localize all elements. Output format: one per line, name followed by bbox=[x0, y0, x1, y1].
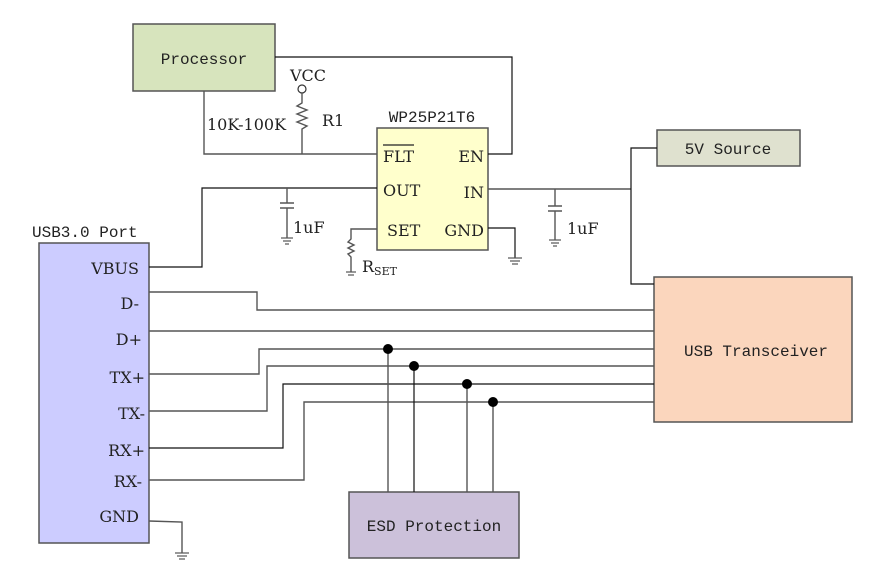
r1-label: R1 bbox=[322, 111, 344, 130]
chip-pin-out: OUT bbox=[383, 181, 421, 200]
wire-processor-flt bbox=[203, 91, 377, 155]
chip-pin-gnd: GND bbox=[444, 221, 484, 240]
processor-box bbox=[132, 23, 276, 92]
ground-chip-icon bbox=[508, 257, 522, 265]
source-5v-block: 5V Source bbox=[656, 129, 801, 167]
usb-port-block: USB3.0 Port VBUS D- D+ TX+ TX- RX+ RX- G… bbox=[32, 224, 150, 544]
wire-tx-minus bbox=[149, 365, 654, 412]
junction-dot bbox=[462, 379, 472, 389]
esd-box bbox=[348, 491, 520, 559]
ground-usb-icon bbox=[175, 552, 189, 560]
wire-d-minus bbox=[149, 291, 654, 311]
transceiver-box bbox=[653, 276, 853, 423]
usb-pin-gnd: GND bbox=[99, 507, 139, 526]
wire-5v-bus bbox=[630, 147, 657, 285]
vcc-terminal-icon bbox=[297, 84, 307, 94]
usb-pin-vbus: VBUS bbox=[90, 259, 139, 278]
source-5v-box bbox=[656, 129, 801, 167]
junction-dot bbox=[383, 344, 393, 354]
usb-pin-rx-plus: RX+ bbox=[108, 441, 145, 460]
transceiver-label: USB Transceiver bbox=[684, 343, 828, 361]
transceiver-block: USB Transceiver bbox=[653, 276, 853, 423]
esd-label: ESD Protection bbox=[367, 518, 501, 536]
wire-processor-en bbox=[275, 56, 513, 155]
processor-label: Processor bbox=[161, 51, 247, 69]
wire-chip-gnd bbox=[488, 227, 516, 258]
junction-dot bbox=[409, 361, 419, 371]
chip-block: WP25P21T6 FLT OUT SET EN IN GND bbox=[376, 109, 489, 251]
vcc-label: VCC bbox=[289, 66, 326, 85]
usb-port-box bbox=[38, 242, 150, 544]
resistor-rset-icon bbox=[346, 228, 377, 272]
chip-pin-en: EN bbox=[458, 147, 484, 166]
resistor-r1-icon bbox=[295, 93, 309, 154]
usb-pin-tx-minus: TX- bbox=[118, 404, 145, 423]
usb-port-title: USB3.0 Port bbox=[32, 224, 138, 242]
wire-rx-minus bbox=[149, 401, 654, 481]
ground-rset-icon bbox=[346, 271, 356, 276]
junction-dot bbox=[488, 397, 498, 407]
capacitor-out-icon bbox=[280, 188, 294, 245]
cap-in-label: 1uF bbox=[567, 219, 599, 238]
wire-out-vbus bbox=[149, 187, 377, 268]
processor-block: Processor bbox=[132, 23, 276, 92]
r1-value-label: 10K-100K bbox=[207, 115, 287, 134]
wire-usb-gnd bbox=[148, 520, 183, 553]
usb-pin-tx-plus: TX+ bbox=[110, 368, 145, 387]
capacitor-in-icon bbox=[548, 189, 562, 247]
esd-block: ESD Protection bbox=[348, 491, 520, 559]
usb-pin-d-plus: D+ bbox=[116, 330, 142, 349]
cap-out-label: 1uF bbox=[293, 218, 325, 237]
chip-pin-flt: FLT bbox=[383, 147, 414, 166]
source-5v-label: 5V Source bbox=[685, 141, 771, 159]
usb-pin-d-minus: D- bbox=[120, 294, 139, 313]
usb-pin-rx-minus: RX- bbox=[114, 472, 142, 491]
wire-rx-plus bbox=[149, 383, 654, 449]
wire-tx-plus bbox=[149, 348, 654, 375]
chip-box bbox=[376, 127, 489, 251]
rset-label: RSET bbox=[362, 257, 398, 278]
chip-name: WP25P21T6 bbox=[389, 109, 475, 127]
chip-pin-set: SET bbox=[387, 221, 421, 240]
chip-pin-in: IN bbox=[464, 183, 484, 202]
